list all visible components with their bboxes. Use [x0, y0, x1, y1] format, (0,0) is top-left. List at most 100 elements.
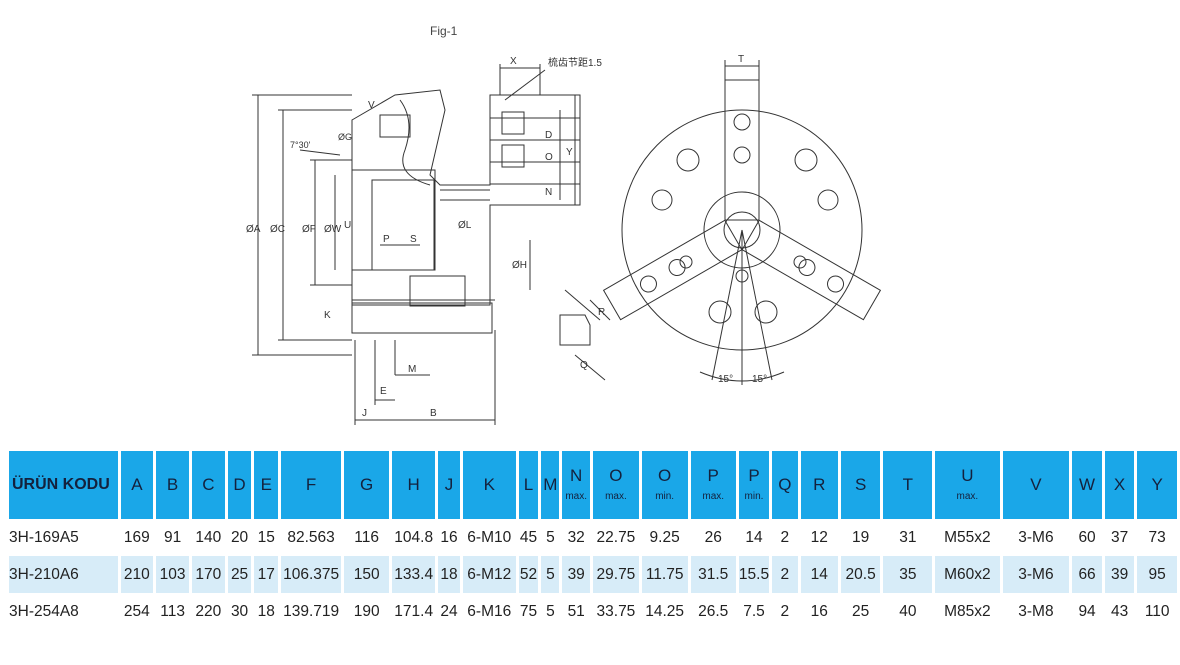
- table-cell: 210: [120, 556, 154, 593]
- label-x: X: [510, 56, 517, 67]
- table-cell: M55x2: [944, 528, 991, 546]
- drawing-svg: Fig-1 梳齿节距1.5 X V ØG 7°30' ØA ØC ØF ØW U…: [246, 24, 882, 425]
- table-cell: 52: [518, 556, 539, 593]
- table-cell: 6-M16: [467, 602, 512, 620]
- table-cell: 60: [1078, 528, 1096, 546]
- table-cell: 12: [810, 528, 828, 546]
- header-cell: S: [840, 451, 881, 519]
- label-a: ØA: [246, 224, 261, 235]
- product-code-cell: 3H-210A6: [9, 556, 118, 593]
- table-cell: 3-M6: [1002, 556, 1070, 593]
- table-cell: 15.5: [738, 556, 770, 593]
- table-cell: 16: [440, 528, 458, 546]
- table-cell: 16: [810, 602, 828, 620]
- table-cell: 169: [123, 528, 150, 546]
- header-urun-kodu: ÜRÜN KODU: [9, 451, 118, 519]
- table-cell: 9.25: [649, 528, 680, 546]
- header-cell: C: [191, 451, 225, 519]
- table-cell: 35: [883, 556, 933, 593]
- table-cell: 43: [1110, 602, 1129, 620]
- table-cell: 22.75: [596, 528, 636, 546]
- table-cell: 104.8: [394, 528, 434, 546]
- table-cell: 220: [195, 602, 222, 620]
- table-cell: 39: [1104, 556, 1135, 593]
- table-cell: 14: [800, 556, 838, 593]
- table-cell: 91: [163, 528, 182, 546]
- table-cell: 20: [230, 528, 249, 546]
- table-cell: 7.5: [743, 602, 765, 620]
- table-cell: M60x2: [935, 556, 1000, 593]
- table-cell: 103: [156, 556, 189, 593]
- label-y: Y: [566, 147, 573, 158]
- table-cell: 14.25: [645, 602, 685, 620]
- label-e: E: [380, 386, 387, 397]
- header-cell: L: [518, 451, 539, 519]
- label-l: ØL: [458, 220, 472, 231]
- label-k: K: [324, 310, 331, 321]
- table-cell: M85x2: [944, 602, 991, 620]
- table-cell: 3-M8: [1018, 602, 1054, 620]
- label-b: B: [430, 408, 437, 419]
- label-f: ØF: [302, 224, 316, 235]
- table-cell: 26: [704, 528, 722, 546]
- table-cell: 73: [1148, 528, 1166, 546]
- table-cell: 15: [257, 528, 275, 546]
- header-cell: T: [883, 451, 933, 519]
- table-cell: 29.75: [593, 556, 639, 593]
- table-cell: 2: [780, 528, 790, 546]
- table-cell: 11.75: [641, 556, 688, 593]
- table-cell: 5: [546, 528, 555, 546]
- product-code-cell: 3H-169A5: [9, 528, 79, 546]
- header-cell: R: [800, 451, 838, 519]
- label-d: D: [545, 130, 552, 141]
- note-label: 梳齿节距1.5: [548, 56, 602, 69]
- table-cell: 82.563: [287, 528, 335, 546]
- table-cell: 51: [567, 602, 585, 620]
- table-cell: 171.4: [394, 602, 434, 620]
- table-cell: 66: [1072, 556, 1102, 593]
- table-cell: 17: [254, 556, 279, 593]
- label-r: R: [598, 307, 605, 318]
- table-cell: 254: [123, 602, 150, 620]
- header-cell: J: [438, 451, 460, 519]
- technical-drawing: Fig-1 梳齿节距1.5 X V ØG 7°30' ØA ØC ØF ØW U…: [246, 24, 882, 425]
- table-cell: 75: [519, 602, 538, 620]
- table-cell: 2: [780, 602, 790, 620]
- table-cell: 39: [562, 556, 591, 593]
- fig-title: Fig-1: [430, 24, 458, 38]
- label-v: V: [368, 100, 375, 111]
- table-cell: 25: [852, 602, 870, 620]
- table-cell: 40: [899, 602, 917, 620]
- label-j: J: [362, 408, 367, 419]
- label-w: ØW: [324, 224, 342, 235]
- table-cell: 113: [160, 602, 185, 620]
- table-cell: 18: [438, 556, 460, 593]
- header-cell: K: [462, 451, 516, 519]
- table-cell: 150: [344, 556, 390, 593]
- header-cell: H: [392, 451, 436, 519]
- table-cell: 110: [1144, 602, 1170, 620]
- table-cell: 116: [354, 528, 379, 546]
- label-m: M: [408, 364, 416, 375]
- header-cell: X: [1104, 451, 1135, 519]
- table-cell: 106.375: [281, 556, 342, 593]
- table-cell: 2: [772, 556, 798, 593]
- table-cell: 6-M12: [462, 556, 516, 593]
- header-cell: D: [227, 451, 252, 519]
- table-cell: 18: [257, 602, 275, 620]
- table-cell: 95: [1137, 556, 1177, 593]
- table-cell: 6-M10: [467, 528, 512, 546]
- label-q: Q: [580, 360, 588, 371]
- header-cell: B: [156, 451, 189, 519]
- label-o: O: [545, 152, 553, 163]
- table-cell: 33.75: [596, 602, 636, 620]
- label-s: S: [410, 234, 417, 245]
